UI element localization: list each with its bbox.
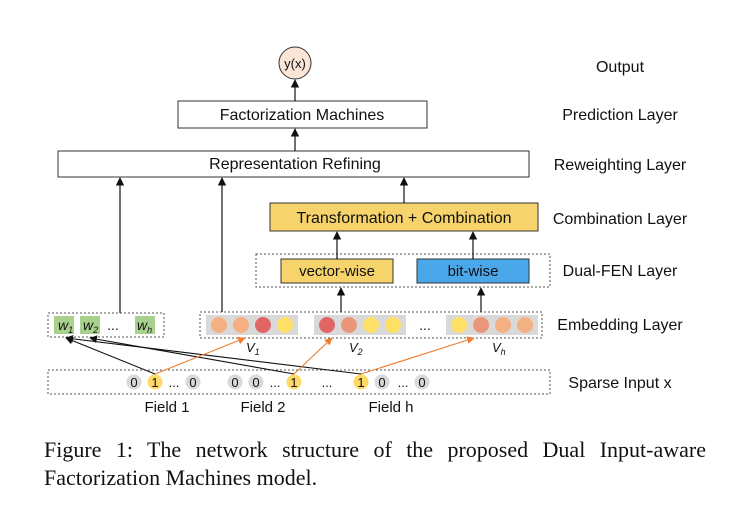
embedding-vh-dot (451, 317, 467, 333)
sparse-to-v2-arrow (293, 337, 333, 375)
sparse-input-container (47, 369, 551, 395)
fm-box (177, 100, 428, 129)
embedding-v1-dot (277, 317, 293, 333)
refining-box (57, 150, 530, 178)
layer-name-output: Output (596, 59, 645, 76)
field1-ellipsis: ... (169, 375, 180, 390)
field2-ellipsis: ... (270, 375, 281, 390)
layer-name-sparse: Sparse Input x (568, 375, 671, 392)
sparse-to-vh-arrow (360, 336, 475, 375)
fieldh-label: Field h (368, 399, 413, 416)
field2-bit-label: 1 (290, 375, 297, 390)
output-node-label: y(x) (284, 56, 306, 71)
sparse-to-v1-arrow (154, 336, 246, 375)
weights-container (47, 312, 165, 338)
embedding-v1-dot (233, 317, 249, 333)
field2-bit (248, 374, 264, 390)
layer-name-dual-fen: Dual-FEN Layer (563, 263, 678, 280)
field2-bit (286, 374, 302, 390)
dual-fen-container (255, 253, 551, 288)
fieldh-bit-label: 0 (378, 375, 385, 390)
combination-box-label: Transformation + Combination (296, 210, 511, 227)
vh-label: Vh (492, 340, 506, 357)
sparse-to-w2-arrow (89, 335, 295, 375)
fm-box-label: Factorization Machines (220, 107, 385, 124)
embedding-v2-dot (385, 317, 401, 333)
fieldh-bit-label: 1 (357, 375, 364, 390)
embedding-v1-bg (206, 315, 298, 335)
sparse-to-w1-arrow (65, 337, 156, 375)
embedding-ellipsis: ... (419, 317, 431, 333)
w2-cell (80, 316, 100, 334)
weights-ellipsis: ... (107, 317, 119, 333)
embedding-vh-dot (473, 317, 489, 333)
layer-name-prediction: Prediction Layer (562, 107, 678, 124)
embedding-vh (446, 315, 538, 335)
embedding-vh-dot (495, 317, 511, 333)
vector-wise-label: vector-wise (299, 263, 375, 280)
embedding-v1-dot (211, 317, 227, 333)
sparse-to-wh-arrow (65, 335, 362, 375)
embedding-v1 (206, 315, 298, 335)
embedding-v2-bg (314, 315, 406, 335)
v1-label: V1 (246, 340, 260, 357)
field2-bit-label: 0 (231, 375, 238, 390)
field2-bit-label: 0 (252, 375, 259, 390)
bit-wise-box (416, 258, 530, 284)
combination-box (269, 202, 539, 232)
fieldh-bit-label: 0 (418, 375, 425, 390)
fieldh-bit (414, 374, 430, 390)
embedding-v2-dot (363, 317, 379, 333)
field2-label: Field 2 (240, 399, 285, 416)
wh-label: wh (137, 317, 152, 335)
embedding-v2-dot (319, 317, 335, 333)
figure-caption: Figure 1: The network structure of the p… (44, 437, 706, 490)
w1-cell (54, 316, 74, 334)
bit-wise-label: bit-wise (448, 263, 499, 280)
field1-label: Field 1 (144, 399, 189, 416)
fieldh-bit (374, 374, 390, 390)
embedding-v1-dot (255, 317, 271, 333)
embedding-v2 (314, 315, 406, 335)
layer-name-combination: Combination Layer (553, 211, 688, 228)
sparse-middle-ellipsis: ... (322, 375, 333, 390)
embedding-vh-bg (446, 315, 538, 335)
wh-cell (135, 316, 155, 334)
field1-bit-label: 1 (151, 375, 158, 390)
refining-box-label: Representation Refining (209, 156, 381, 173)
output-node (278, 46, 312, 80)
field1-bit-label: 0 (189, 375, 196, 390)
embedding-v2-dot (341, 317, 357, 333)
fieldh-ellipsis: ... (398, 375, 409, 390)
field1-bit (126, 374, 142, 390)
w1-label: w1 (58, 317, 73, 335)
v2-label: V2 (349, 340, 363, 357)
embedding-vh-dot (517, 317, 533, 333)
w2-label: w2 (83, 317, 98, 335)
field1-bit-label: 0 (130, 375, 137, 390)
field1-bit (147, 374, 163, 390)
layer-name-embedding: Embedding Layer (557, 317, 683, 334)
fieldh-bit (353, 374, 369, 390)
field2-bit (227, 374, 243, 390)
layer-name-reweighting: Reweighting Layer (554, 157, 687, 174)
field1-bit (185, 374, 201, 390)
